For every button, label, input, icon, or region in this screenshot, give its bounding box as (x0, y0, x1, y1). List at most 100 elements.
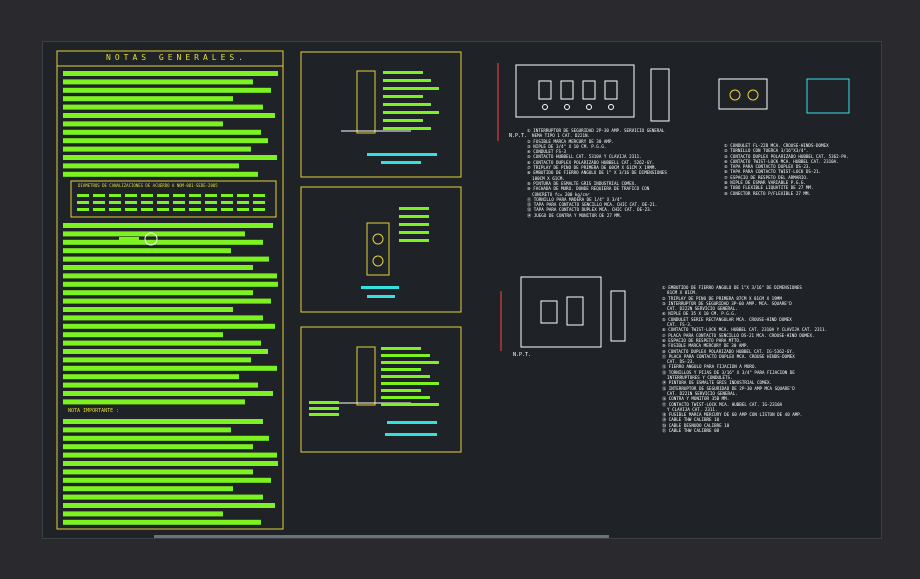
note-text-bar (63, 486, 233, 492)
note-text-bar (63, 444, 253, 450)
note-text-bar (63, 79, 253, 85)
detail-label-bar (381, 375, 430, 378)
table-cell-bar (93, 208, 105, 211)
note-text-bar (63, 273, 277, 279)
legend-line: ⑤ CONTACTO HUBBELL CAT. 5310A Y CLAVIJA … (527, 154, 642, 160)
legend-line: CAT. FS-3. (662, 322, 693, 328)
detail-label-bar (381, 354, 430, 357)
outlet-front-view (718, 78, 768, 110)
table-cell-bar (109, 201, 121, 204)
note-text-bar (63, 96, 233, 102)
detail-label-bar (399, 239, 429, 242)
detail-caption (385, 433, 437, 436)
terminal-icon (542, 104, 548, 110)
legend-line: ⑬ TORNILLOS Y PIJAS DE 3/16" X 3/4" PARA… (662, 369, 795, 375)
table-cell-bar (221, 201, 233, 204)
note-text-bar (63, 374, 239, 380)
outlet-socket (729, 89, 741, 101)
detail-label-bar (383, 111, 439, 114)
legend-line: ⑨ FUSIBLE MARCA MERCURY DE 30 AMP. (662, 343, 749, 349)
note-text-bar (63, 365, 277, 371)
note-text-bar (63, 248, 231, 254)
detail-label-bar (381, 389, 421, 392)
note-text-bar (63, 290, 253, 296)
detail-label-bar (309, 413, 339, 416)
note-text-bar (63, 265, 253, 270)
legend-line: ⑲ CABLE THW CALIBRE 10 (662, 417, 720, 423)
legend-line: ⑦ ESPACIO DE RESPETO DEL ARMARIO. (724, 174, 809, 180)
table-cell-bar (205, 194, 217, 197)
table-cell-bar (253, 208, 265, 211)
npt-label-bottom: N.P.T. (513, 352, 532, 358)
note-text-bar (63, 452, 277, 458)
legend-line: ① EMBUTIDO DE FIERRO ANGULO DE 1"X 3/16"… (662, 285, 802, 290)
horizontal-scrollbar[interactable] (154, 535, 609, 538)
terminal-icon (608, 104, 614, 110)
breaker-box (566, 296, 584, 326)
table-cell-bar (189, 194, 201, 197)
detail-label-bar (309, 401, 339, 404)
table-cell-bar (125, 201, 137, 204)
note-text-bar (63, 113, 275, 118)
note-text-bar (63, 340, 261, 346)
cad-drawing (56, 50, 850, 530)
legend-line: CAT. D221N SERVICIO GENERAL. (662, 390, 738, 396)
detail-caption (367, 295, 395, 298)
important-note-title: NOTA IMPORTANTE : (68, 408, 120, 414)
note-text-bar (63, 239, 263, 245)
detail-caption (367, 153, 437, 156)
detail-label-bar (399, 215, 429, 218)
note-text-bar (63, 71, 278, 76)
detail-label-bar (399, 207, 429, 210)
legend-line: ② TRIPLAY DE PINO DE PRIMERA 87CM X 81CM… (662, 295, 782, 301)
legend-line: ③ NIPLE DE 3/4" X 10 CM. P.G.G. (527, 143, 607, 149)
breaker-box (604, 80, 618, 100)
table-cell-bar (125, 208, 137, 211)
table-cell-bar (77, 194, 89, 197)
table-cell-bar (205, 208, 217, 211)
note-text-bar (63, 519, 261, 525)
drawing-viewport[interactable] (42, 41, 882, 539)
wall-section (356, 346, 376, 406)
note-text-bar (63, 494, 263, 500)
table-cell-bar (253, 194, 265, 197)
legend-line: ③ INTERRUPTOR DE SEGURIDAD 3P-60 AMP. MC… (662, 300, 792, 306)
legend-line: ⑰ CONTACTO TWIST-LOCK MCA. HUBBEL CAT. I… (662, 401, 783, 407)
table-cell-bar (221, 208, 233, 211)
breaker-box (582, 80, 596, 100)
breaker-box (540, 300, 558, 324)
detail-label-bar (383, 71, 423, 74)
detail-label-bar (383, 119, 423, 122)
table-cell-bar (253, 201, 265, 204)
legend-line: 180CM X 61CM. (527, 175, 565, 181)
conduit-section (806, 78, 850, 114)
note-text-bar (63, 382, 258, 388)
legend-line: ⑩ CONECTOR RECTO P/FLEXIBLE 27 MM. (724, 190, 811, 196)
note-text-bar (63, 171, 258, 177)
note-text-bar (63, 298, 271, 304)
panel-elevation-bottom (520, 276, 602, 348)
table-cell-bar (173, 201, 185, 204)
side-view (650, 68, 670, 122)
legend-line: ⑪ TORNILLO PARA MADERA DE 1/4" X 3/4" (527, 196, 622, 202)
note-text-bar (63, 427, 231, 433)
legend-line: ⑤ TAPA PARA CONTACTO DUPLEX DS-23. (724, 164, 811, 170)
legend-line: ⑭ JUEGO DE CONTRA Y MONITOR DE 27 MM. (527, 212, 622, 218)
legend-line: ② TORNILLO CON TUERCA 3/16"X3/4". (724, 148, 809, 154)
detail-caption (387, 421, 437, 424)
legend-line: ⑱ FUSIBLE MARCA MERCURY DE 60 AMP CON LI… (662, 412, 803, 418)
table-cell-bar (157, 201, 169, 204)
table-cell-bar (157, 208, 169, 211)
legend-line: CAT. D222N SERVICIO GENERAL. (662, 306, 738, 312)
note-text-bar (63, 223, 273, 228)
note-text-bar (63, 461, 278, 466)
detail-label-bar (399, 223, 429, 226)
note-text-bar (63, 357, 251, 363)
legend-line: ⑭ PINTURA DE ESMALTE GRIS INDUSTRIAL COM… (662, 380, 773, 386)
legend-list-top-right: ① CONDULET FL-22B MCA. CROUSE-HINDS-DOME… (724, 143, 849, 196)
detail-label-bar (381, 403, 439, 406)
detail-label-bar (381, 368, 421, 371)
legend-line: NEMA TIPO 1 CAT. D221N. (527, 133, 591, 139)
note-text-bar (63, 146, 251, 152)
note-text-bar (63, 332, 223, 338)
